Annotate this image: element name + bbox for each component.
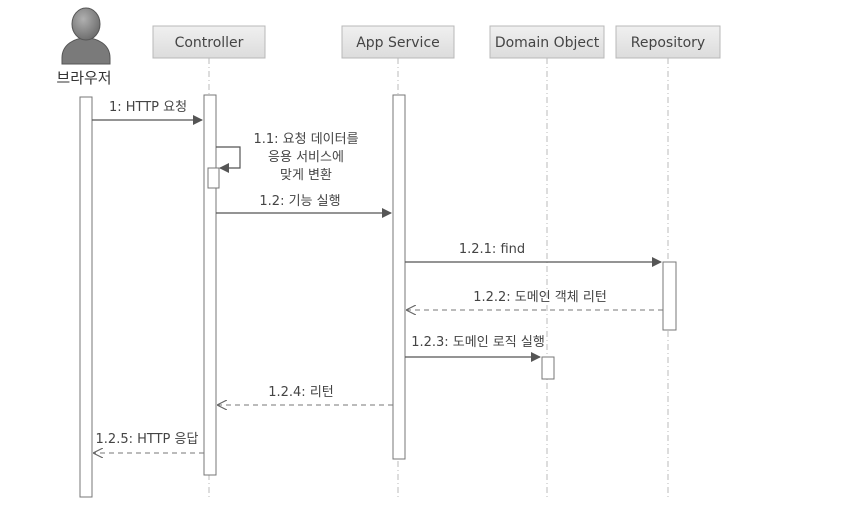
activation-browser bbox=[79, 96, 93, 498]
message-1-2-3-label: 1.2.3: 도메인 로직 실행 bbox=[411, 334, 545, 350]
activation-repository bbox=[662, 261, 677, 331]
participant-domain-object: Domain Object bbox=[489, 25, 605, 59]
message-1-2-label: 1.2: 기능 실행 bbox=[259, 193, 340, 209]
message-1-label: 1: HTTP 요청 bbox=[109, 100, 187, 115]
message-1-1-arrow bbox=[216, 146, 241, 173]
browser-actor-icon bbox=[61, 7, 111, 65]
participant-app-service: App Service bbox=[341, 25, 455, 59]
message-1-1-label-line3: 맞게 변환 bbox=[280, 168, 332, 183]
message-1-2-2-label: 1.2.2: 도메인 객체 리턴 bbox=[473, 290, 607, 305]
participant-app-service-label: App Service bbox=[356, 35, 440, 51]
activation-app-service bbox=[392, 94, 406, 460]
message-1-2-4-label: 1.2.4: 리턴 bbox=[268, 385, 334, 400]
message-1-2-5-label: 1.2.5: HTTP 응답 bbox=[96, 432, 199, 447]
activation-controller-self bbox=[207, 167, 220, 189]
participant-repository-label: Repository bbox=[631, 35, 705, 51]
message-1-1-label-line1: 1.1: 요청 데이터를 bbox=[253, 132, 358, 147]
participant-controller: Controller bbox=[152, 25, 266, 59]
actor-label: 브라우저 bbox=[56, 69, 111, 87]
participant-domain-object-label: Domain Object bbox=[495, 35, 600, 51]
message-1-1-label-line2: 응용 서비스에 bbox=[268, 150, 344, 165]
activation-domain-object bbox=[541, 356, 555, 380]
message-1-2-1-label: 1.2.1: find bbox=[459, 242, 525, 257]
participant-controller-label: Controller bbox=[175, 35, 244, 51]
activation-controller bbox=[203, 94, 217, 476]
participant-repository: Repository bbox=[615, 25, 721, 59]
